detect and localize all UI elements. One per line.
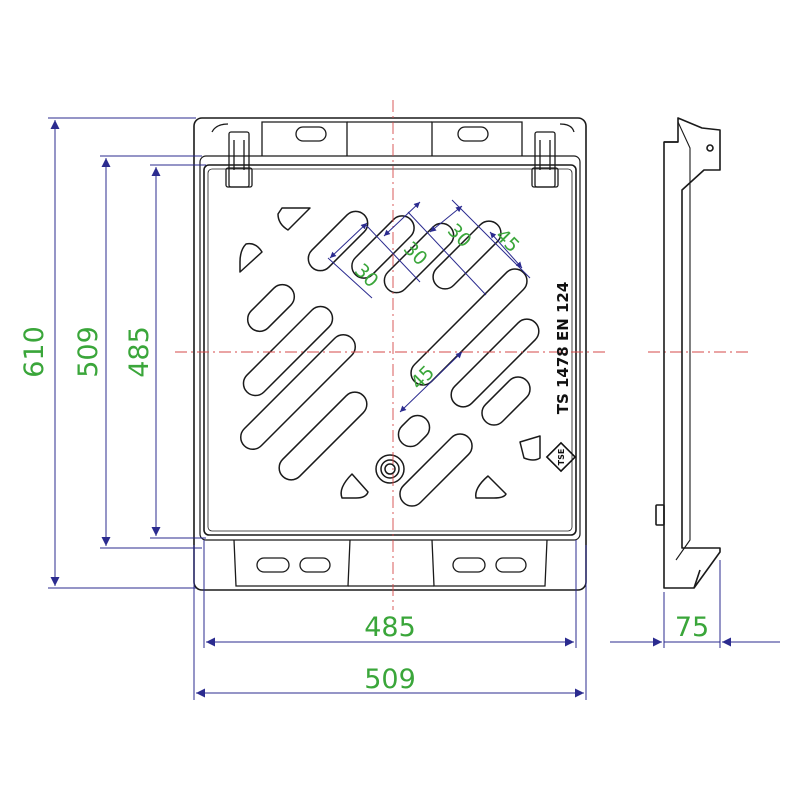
- grate-slot: [481, 376, 531, 426]
- grate-corner-opening: [340, 473, 369, 499]
- dim-label-610: 610: [19, 326, 50, 378]
- hinge-right: [531, 131, 559, 188]
- bottom-frame-lugs: [233, 539, 548, 587]
- dim-slot-30-a: [329, 222, 368, 259]
- grate-slot: [242, 305, 334, 397]
- frame-inner-edge: [199, 155, 581, 541]
- grate-plate: [203, 164, 577, 536]
- grate-slot: [399, 433, 473, 507]
- dim-label-485-horizontal: 485: [364, 612, 416, 643]
- grate-slots: [239, 207, 541, 507]
- grate-lock: [375, 454, 405, 484]
- center-lines: [175, 100, 752, 610]
- dim-label-slot-30-a: 30: [350, 259, 383, 292]
- grate-corner-opening: [519, 435, 541, 461]
- grate-slot: [450, 318, 540, 408]
- grate-corner-opening: [239, 242, 263, 273]
- grate-inner-edge: [207, 168, 573, 532]
- tse-logo: TSE: [545, 441, 577, 473]
- grate-marking-text: TS 1478 EN 124: [554, 282, 572, 415]
- tse-logo-text: TSE: [557, 449, 566, 466]
- dim-slot-30-b: [383, 201, 421, 237]
- dim-label-75: 75: [675, 612, 709, 643]
- hinge-left: [225, 131, 253, 188]
- grate-slot: [432, 220, 502, 290]
- dim-label-509-vertical: 509: [73, 326, 104, 378]
- front-view: [193, 117, 587, 591]
- dimension-lines: [48, 117, 780, 700]
- dim-slot-30-c: [429, 205, 463, 233]
- grate-slot: [278, 391, 368, 481]
- grate-slot: [246, 283, 296, 333]
- top-frame-lugs: [211, 121, 575, 156]
- dim-bar-45-top: [489, 231, 523, 269]
- grate-slot: [397, 414, 431, 448]
- side-view: [655, 117, 721, 589]
- dim-label-485-vertical: 485: [124, 326, 155, 378]
- grate-corner-opening: [277, 207, 311, 231]
- dim-label-509-horizontal: 509: [364, 664, 416, 695]
- dim-label-bar-45-top: 45: [491, 224, 524, 257]
- outer-frame: [193, 117, 587, 591]
- grate-slot: [239, 333, 357, 451]
- dim-label-bar-45-center: 45: [406, 361, 439, 394]
- dim-bar-45-center: [399, 351, 463, 413]
- grate-corner-opening: [475, 475, 507, 499]
